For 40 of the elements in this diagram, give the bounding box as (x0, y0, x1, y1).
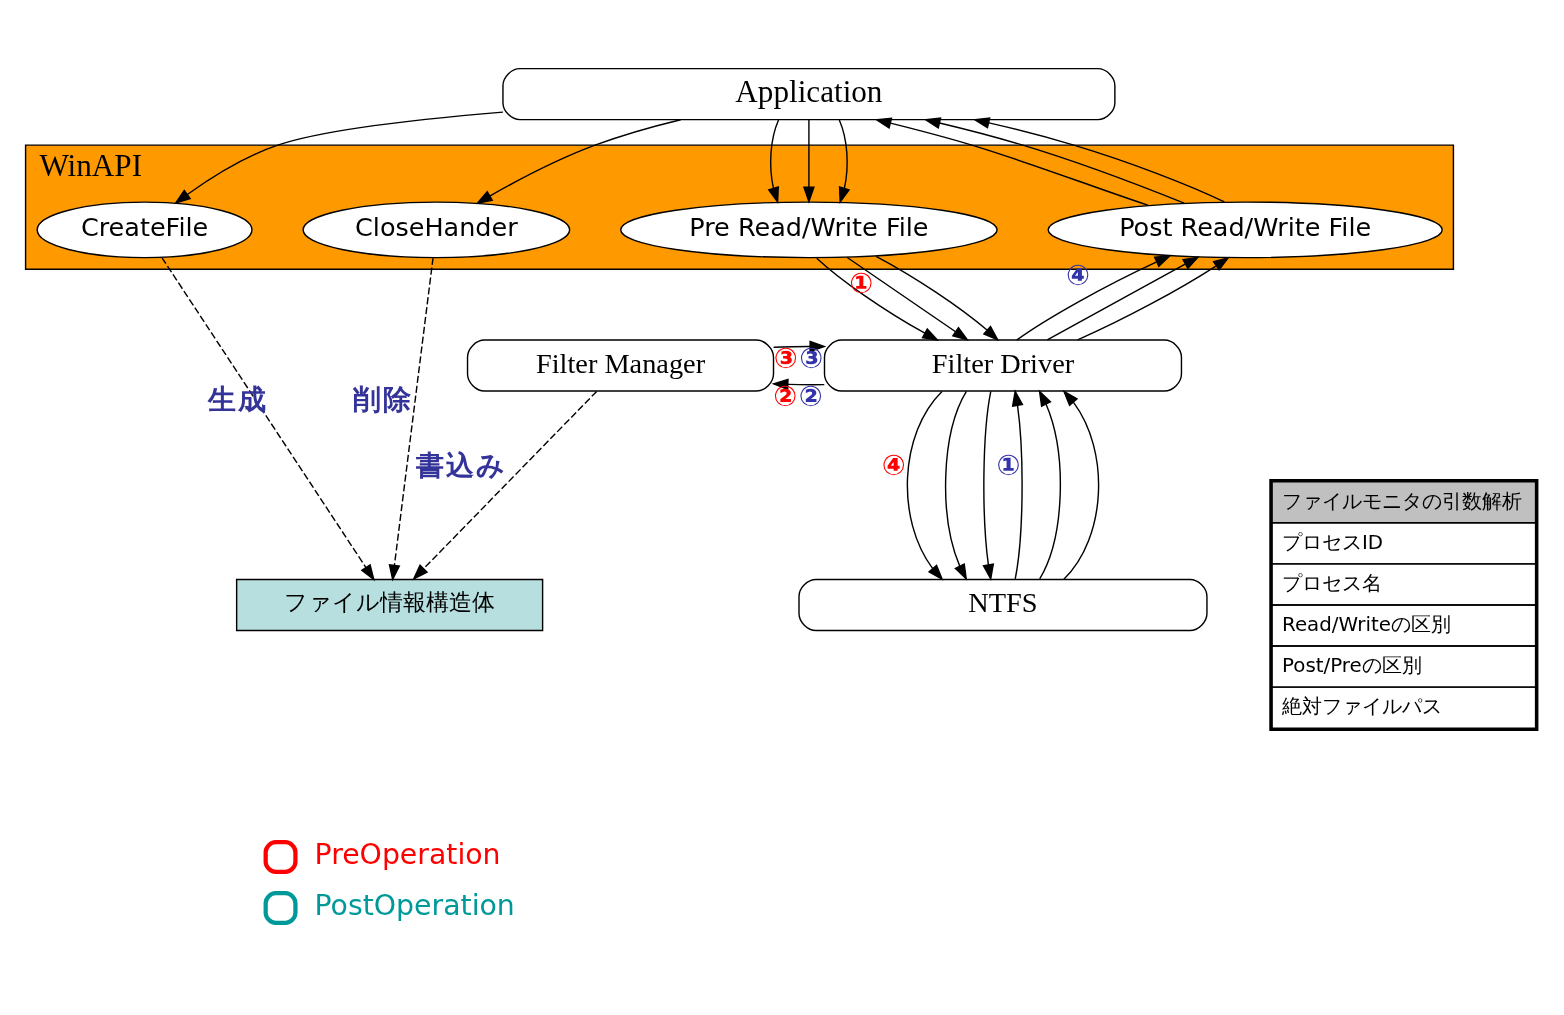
node-box: Application (502, 67, 1116, 121)
arrow (767, 119, 780, 204)
node-ellipse: CreateFile (36, 201, 253, 259)
arrow (945, 390, 968, 581)
edge-label: 削除 (353, 382, 412, 416)
edge-label: 書込み (416, 449, 505, 483)
node-ellipse: CloseHander (302, 201, 571, 259)
arrow (816, 257, 940, 341)
edge-label: ① (996, 449, 1021, 483)
edge-label: ②② (773, 379, 823, 413)
arrow (802, 119, 815, 204)
arrow (875, 255, 1000, 342)
arrow (1046, 256, 1200, 341)
arrow (412, 390, 598, 581)
arrow (982, 390, 995, 581)
legend-label: PreOperation (314, 838, 501, 872)
arrow (972, 117, 1226, 203)
arrow (846, 256, 970, 341)
legend-label: PostOperation (314, 889, 515, 923)
arrow (174, 111, 504, 205)
edge-label: ③③ (773, 341, 824, 375)
arrow (1011, 389, 1024, 580)
arrow (923, 117, 1185, 204)
edge-label: 生成 (208, 382, 267, 416)
node-ellipse: Post Read/Write File (1047, 201, 1443, 259)
node-box: Filter Manager (466, 339, 775, 392)
arrow (838, 119, 851, 204)
arrow (388, 257, 434, 582)
node-ellipse: Pre Read/Write File (620, 201, 998, 259)
edge-label: ④ (881, 449, 906, 483)
arrow (161, 257, 375, 582)
node-box: NTFS (798, 578, 1208, 632)
arrow (906, 390, 944, 581)
node-box: ファイル情報構造体 (235, 578, 544, 632)
node-box: Filter Driver (823, 339, 1183, 392)
arrow (1038, 389, 1061, 580)
arrow (874, 117, 1149, 207)
arrow (1076, 256, 1230, 341)
arrow (1015, 255, 1172, 341)
arrow (1062, 389, 1100, 580)
